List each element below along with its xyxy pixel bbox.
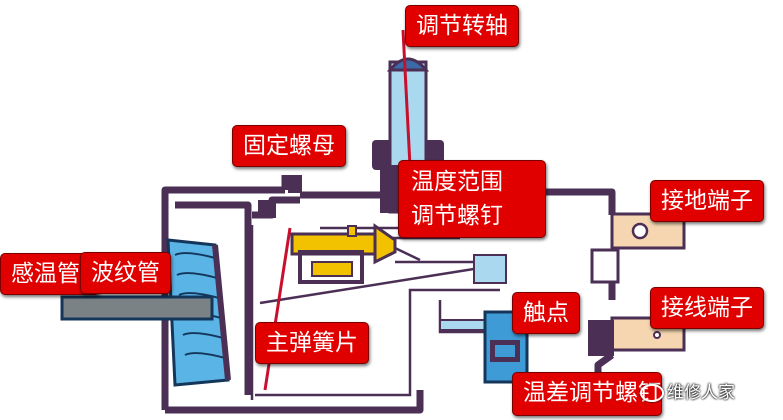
- label-fixing-nut: 固定螺母: [232, 125, 346, 167]
- label-adjusting-shaft: 调节转轴: [405, 5, 519, 47]
- label-contact: 触点: [512, 292, 580, 334]
- watermark: 维修人家: [640, 378, 735, 403]
- label-bellows: 波纹管: [80, 252, 171, 294]
- label-wire-terminal: 接线端子: [650, 287, 764, 329]
- label-range-line2: 调节螺钉: [411, 203, 503, 229]
- range-screw-assembly: [290, 223, 397, 284]
- watermark-text: 维修人家: [667, 383, 735, 403]
- bellows-shape: [166, 238, 231, 387]
- label-range-adjust-screw: 温度范围 调节螺钉: [398, 160, 546, 238]
- sensing-tube-shape: [60, 295, 214, 321]
- main-spring-leaf: [263, 227, 292, 391]
- top-block-right: [258, 200, 276, 218]
- housing: [161, 175, 616, 414]
- wechat-icon: [640, 384, 664, 402]
- ground-terminal-shape: [610, 212, 686, 250]
- contact-bracket: [473, 254, 507, 284]
- shaft-top-cap: [386, 57, 430, 72]
- top-block-left: [288, 175, 302, 193]
- terminal-post-top: [590, 248, 620, 284]
- label-ground-terminal: 接地端子: [650, 180, 764, 222]
- label-main-spring: 主弹簧片: [255, 322, 369, 364]
- label-diff-screw: 温差调节螺钉: [512, 372, 662, 416]
- terminal-post-bottom: [588, 320, 614, 356]
- label-range-line1: 温度范围: [411, 169, 503, 195]
